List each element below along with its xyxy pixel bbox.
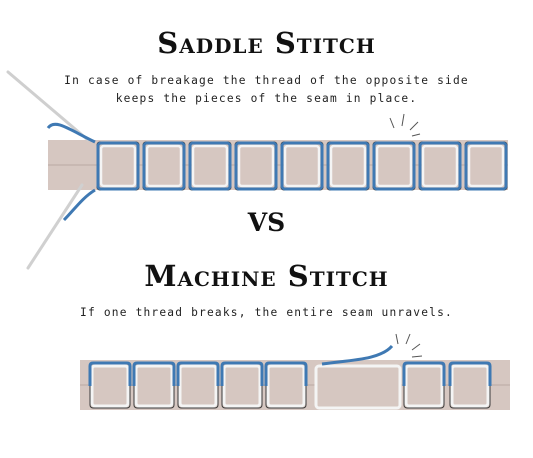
machine-stitch-description: If one thread breaks, the entire seam un… — [80, 306, 453, 319]
machine-stitch-blue — [132, 361, 176, 386]
saddle-stitch-white — [237, 144, 275, 188]
needle-upper — [6, 70, 90, 142]
saddle-stitch-white — [421, 144, 459, 188]
saddle-stitch-white — [191, 144, 229, 188]
machine-stitch-blue — [176, 361, 220, 386]
machine-stitch-blue — [88, 361, 132, 386]
saddle-stitch-blue — [372, 141, 416, 191]
machine-stitch-blue — [402, 361, 446, 386]
saddle-stitch-blue — [280, 141, 324, 191]
machine-stitch-white — [90, 364, 130, 408]
saddle-stitch-white — [283, 144, 321, 188]
machine-stitch-white — [266, 364, 306, 408]
saddle-stitch-white — [145, 144, 183, 188]
saddle-thread-tail-upper — [46, 122, 96, 144]
saddle-description-line-1: In case of breakage the thread of the op… — [64, 74, 469, 87]
saddle-stitch-blue — [326, 141, 370, 191]
saddle-stitches — [96, 141, 508, 191]
machine-break-marks — [395, 333, 423, 358]
machine-stitch-title: Machine Stitch — [144, 259, 389, 293]
saddle-stitch-white — [99, 144, 137, 188]
saddle-stitch-blue — [464, 141, 508, 191]
saddle-break-marks — [389, 113, 421, 137]
machine-stitch-white — [178, 364, 218, 408]
saddle-stitch-white — [375, 144, 413, 188]
saddle-stitch-white — [467, 144, 505, 188]
saddle-stitch-blue — [234, 141, 278, 191]
machine-stitch-white — [450, 364, 490, 408]
machine-stitch-unravelled — [314, 364, 402, 410]
saddle-stitch-description: In case of breakage the thread of the op… — [0, 72, 533, 108]
machine-broken-thread — [321, 344, 394, 366]
machine-stitch-blue — [220, 361, 264, 386]
saddle-stitch-title: Saddle Stitch — [157, 26, 376, 60]
saddle-stitch-white — [329, 144, 367, 188]
machine-stitch-white — [404, 364, 444, 408]
saddle-stitch-blue — [142, 141, 186, 191]
saddle-thread-tail-lower — [62, 188, 96, 222]
machine-stitches — [88, 361, 492, 410]
saddle-description-line-2: keeps the pieces of the seam in place. — [115, 92, 418, 105]
machine-stitch-blue — [448, 361, 492, 386]
machine-stitch-white — [134, 364, 174, 408]
saddle-stitch-blue — [188, 141, 232, 191]
machine-stitch-blue — [264, 361, 308, 386]
needle-lower — [26, 183, 84, 270]
saddle-stitch-blue — [418, 141, 462, 191]
machine-stitch-white — [222, 364, 262, 408]
versus-label: VS — [247, 208, 286, 237]
saddle-stitch-blue — [96, 141, 140, 191]
